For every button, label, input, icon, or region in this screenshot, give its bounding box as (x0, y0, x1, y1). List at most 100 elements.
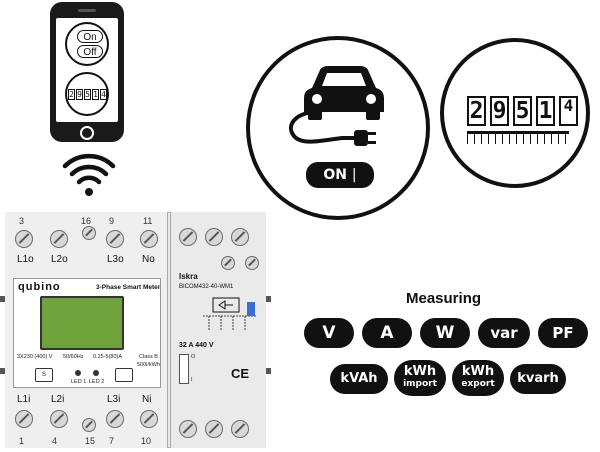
brand-logo: qubino (18, 281, 61, 293)
terminal-label: L1o (17, 254, 34, 265)
lcd-display (40, 296, 124, 350)
energy-counter-circle: 2 9 5 1 4 (440, 38, 590, 188)
wifi-icon (62, 153, 116, 196)
phone-on-button[interactable]: On (77, 30, 103, 43)
terminal-screw (82, 226, 96, 240)
on-text: ON (323, 167, 348, 183)
meter-button-right[interactable] (115, 368, 133, 382)
terminal-label: No (142, 254, 155, 265)
on-off-badge: ON | OFF (306, 162, 374, 209)
unit-badge-a: A (362, 318, 412, 348)
switch-circle (65, 22, 109, 66)
unit-badge-kwh-export: kWh export (452, 360, 504, 396)
switch-o-label: O (191, 354, 196, 360)
led-1-label: LED 1 (71, 379, 87, 385)
spec-class: Class B (139, 354, 158, 360)
terminal-label: L3i (107, 394, 121, 405)
unit-main: kWh (403, 364, 437, 379)
terminal-screw (245, 256, 259, 270)
counter-digit: 5 (513, 96, 532, 126)
counter-digit: 2 (467, 96, 486, 126)
smartphone: On Off 2 9 5 1 4 (50, 2, 124, 142)
phone-speaker (78, 9, 96, 12)
terminal-screw (106, 410, 124, 428)
phone-digit: 4 (100, 89, 107, 100)
counter-scale (467, 131, 569, 144)
terminal-number: 16 (81, 216, 92, 226)
led-2-label: LED 2 (89, 379, 105, 385)
terminal-label: L1i (17, 394, 31, 405)
counter-digit-rolling: 4 (559, 96, 578, 126)
terminal-screw (140, 410, 158, 428)
phone-digit: 5 (84, 89, 91, 100)
terminal-screw (82, 418, 96, 432)
unit-badge-kwh-import: kWh import (394, 360, 446, 396)
phone-counter: 2 9 5 1 4 (68, 89, 107, 100)
din-clip (0, 296, 5, 302)
unit-badge-v: V (304, 318, 354, 348)
terminal-number: 10 (141, 436, 152, 446)
din-clip (265, 296, 271, 302)
counter-digits: 2 9 5 1 4 (467, 96, 578, 126)
terminal-screw (15, 410, 33, 428)
terminal-screw (50, 230, 68, 248)
unit-badge-kvarh: kvarh (510, 364, 566, 394)
phone-digit: 9 (76, 89, 83, 100)
terminal-label: L3o (107, 254, 124, 265)
terminal-screw (50, 410, 68, 428)
unit-main: kVAh (340, 371, 378, 386)
spec-impulse: 500i/kWh (137, 362, 160, 368)
unit-badge-kvah: kVAh (330, 364, 388, 394)
electric-car-icon (288, 66, 384, 146)
module-rating: 32 A 440 V (179, 342, 214, 349)
iskra-module: Iskra BICOM432-40-WM1 32 A 440 V O I CE (170, 212, 266, 448)
unit-main: kWh (461, 364, 495, 379)
unit-badge-pf: PF (538, 318, 588, 348)
circuit-diagram-icon (203, 297, 257, 330)
terminal-number: 1 (19, 436, 25, 446)
phone-digit: 2 (68, 89, 75, 100)
module-model: BICOM432-40-WM1 (179, 284, 234, 290)
led-1-indicator (75, 370, 81, 376)
ce-mark: CE (231, 366, 250, 381)
phone-off-button[interactable]: Off (77, 45, 103, 58)
terminal-number: 4 (52, 436, 58, 446)
terminal-screw (106, 230, 124, 248)
module-brand: Iskra (179, 272, 198, 281)
terminal-number: 11 (143, 216, 153, 226)
terminal-screw (205, 420, 223, 438)
terminal-number: 9 (109, 216, 115, 226)
terminal-screw (231, 228, 249, 246)
din-clip (265, 368, 271, 374)
s-button[interactable]: S (35, 368, 53, 382)
phone-home-button (80, 126, 94, 140)
phone-screen: On Off 2 9 5 1 4 (56, 18, 118, 122)
terminal-screw (205, 228, 223, 246)
counter-digit: 1 (536, 96, 555, 126)
spec-voltage: 3X230 (400) V (17, 354, 53, 360)
unit-sub: import (403, 379, 437, 389)
din-clip (0, 368, 5, 374)
terminal-number: 7 (109, 436, 115, 446)
ev-charging-circle: ON | OFF (246, 36, 430, 220)
terminal-screw (179, 228, 197, 246)
terminal-label: L2i (51, 394, 65, 405)
unit-badge-w: W (420, 318, 470, 348)
terminal-screw (221, 256, 235, 270)
unit-sub: export (461, 379, 495, 389)
measuring-title: Measuring (406, 290, 482, 307)
terminal-label: Ni (142, 394, 152, 405)
spec-current: 0.25-5(80)A (93, 354, 123, 360)
terminal-number: 15 (85, 436, 96, 446)
module-switch[interactable] (179, 354, 189, 384)
terminal-number: 3 (19, 216, 25, 226)
terminal-screw (140, 230, 158, 248)
counter-circle (65, 72, 109, 116)
phone-digit: 1 (92, 89, 99, 100)
spec-frequency: 50/60Hz (63, 354, 84, 360)
panel-specs: 3X230 (400) V 50/60Hz 0.25-5(80)A Class … (13, 278, 161, 388)
terminal-screw (231, 420, 249, 438)
model-title: 3-Phase Smart Meter (96, 284, 161, 291)
terminal-screw (15, 230, 33, 248)
meter-bottom-terminals: L1i L2i L3i Ni 1 4 15 7 10 (5, 388, 167, 448)
